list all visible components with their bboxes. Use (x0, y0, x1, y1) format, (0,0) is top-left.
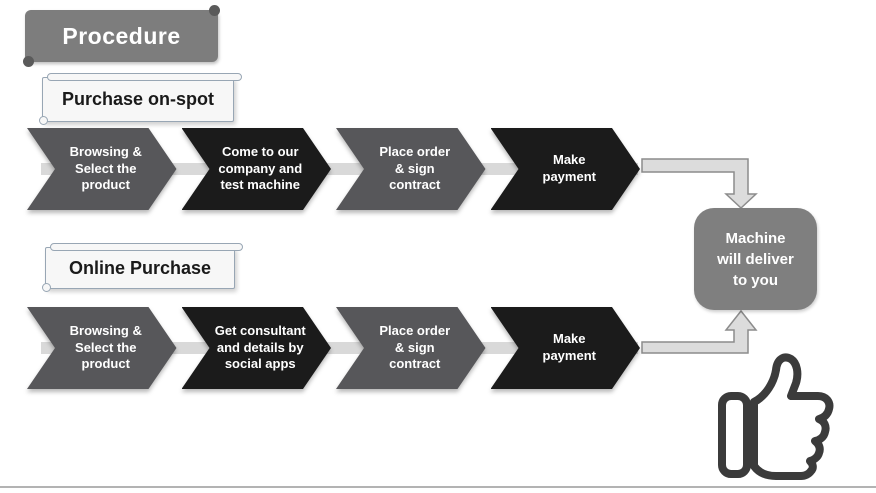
step-chevron: Browsing & Select the product (27, 307, 177, 389)
result-box: Machine will deliver to you (694, 208, 817, 310)
elbow-arrow-down-icon (641, 158, 758, 210)
step-chevron: Come to our company and test machine (182, 128, 332, 210)
flow-label-purchase-on-spot: Purchase on-spot (39, 73, 242, 125)
flow-label-online-purchase: Online Purchase (42, 243, 243, 292)
step-chevron: Browsing & Select the product (27, 128, 177, 210)
thumbs-up-icon (718, 353, 834, 480)
flow-row-online-purchase: Browsing & Select the product Get consul… (27, 307, 640, 389)
step-chevron: Place order & sign contract (336, 307, 486, 389)
step-label: Come to our company and test machine (182, 128, 332, 210)
step-label: Make payment (491, 307, 641, 389)
step-label: Get consultant and details by social app… (182, 307, 332, 389)
step-chevron: Get consultant and details by social app… (182, 307, 332, 389)
chevron-track (41, 163, 638, 175)
step-label: Browsing & Select the product (27, 307, 177, 389)
flow-row-purchase-on-spot: Browsing & Select the product Come to ou… (27, 128, 640, 210)
step-label: Make payment (491, 128, 641, 210)
page-title: Procedure (23, 5, 220, 67)
step-chevron: Place order & sign contract (336, 128, 486, 210)
step-chevron: Make payment (491, 307, 641, 389)
elbow-arrow-up-icon (641, 309, 758, 354)
chevron-track (41, 342, 638, 354)
step-label: Place order & sign contract (336, 128, 486, 210)
step-chevron: Make payment (491, 128, 641, 210)
step-label: Browsing & Select the product (27, 128, 177, 210)
step-label: Place order & sign contract (336, 307, 486, 389)
footer-divider (0, 486, 876, 488)
